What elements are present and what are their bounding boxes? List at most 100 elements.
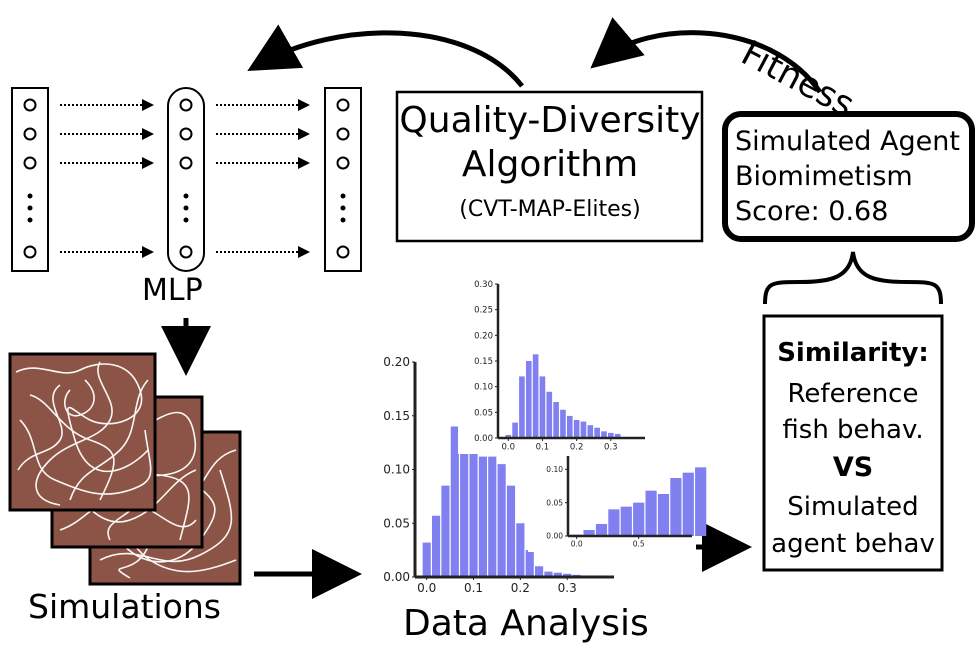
ellipsis-dots bbox=[27, 193, 346, 223]
similarity-reference-2: fish behav. bbox=[782, 415, 924, 445]
histogram-bar bbox=[633, 502, 645, 536]
histogram-bar bbox=[553, 572, 562, 577]
similarity-vs: VS bbox=[832, 452, 874, 483]
similarity-agent-1: Simulated bbox=[787, 492, 919, 522]
histogram-bar bbox=[563, 573, 572, 577]
histogram-bar bbox=[573, 420, 580, 438]
curly-brace bbox=[763, 251, 943, 305]
x-tick-label: 0.0 bbox=[571, 540, 583, 549]
histogram-bar bbox=[488, 456, 497, 577]
x-tick-label: 0.1 bbox=[464, 581, 483, 595]
neuron bbox=[23, 127, 37, 141]
output-neurons bbox=[336, 98, 350, 259]
mlp-output-layer bbox=[324, 87, 362, 272]
histogram-bar bbox=[478, 456, 487, 577]
y-tick-label: 0.00 bbox=[546, 532, 563, 541]
histogram-bar bbox=[560, 409, 566, 438]
simulation-panel-front bbox=[8, 352, 157, 512]
qd-algorithm-title: Quality-Diversity bbox=[399, 100, 701, 141]
input-neurons bbox=[23, 98, 37, 259]
y-tick-label: 0.00 bbox=[383, 570, 410, 584]
hidden-neurons bbox=[179, 98, 193, 259]
histogram-bar bbox=[594, 427, 600, 438]
data-analysis-label: Data Analysis bbox=[403, 603, 649, 644]
y-tick-label: 0.20 bbox=[383, 355, 410, 369]
histogram-bar bbox=[516, 523, 525, 577]
similarity-title: Similarity: bbox=[777, 338, 929, 368]
histogram-bar bbox=[620, 506, 632, 536]
y-tick-label: 0.15 bbox=[474, 357, 493, 367]
x-tick-label: 0.0 bbox=[501, 443, 515, 453]
qd-algorithm-variant: (CVT-MAP-Elites) bbox=[459, 197, 641, 222]
histogram-bar bbox=[607, 432, 614, 438]
histogram-bar bbox=[608, 509, 620, 536]
y-tick-label: 0.25 bbox=[474, 306, 493, 316]
mlp-network bbox=[11, 87, 362, 272]
histogram-bar bbox=[546, 391, 553, 438]
neuron bbox=[179, 127, 193, 141]
mlp-label: MLP bbox=[142, 273, 203, 308]
mlp-input-layer bbox=[11, 87, 49, 272]
y-tick-label: 0.00 bbox=[474, 434, 493, 444]
histogram-bar bbox=[532, 354, 539, 438]
histogram-bar bbox=[525, 550, 534, 577]
histogram-bar bbox=[566, 415, 573, 438]
histogram-bar bbox=[583, 530, 595, 536]
histogram-bar bbox=[553, 402, 559, 438]
histogram-bar bbox=[614, 433, 621, 438]
neuron bbox=[336, 156, 350, 170]
histogram-bar bbox=[657, 494, 670, 536]
score-line-value: Score: 0.68 bbox=[735, 196, 889, 227]
histogram-bar bbox=[512, 422, 518, 438]
x-tick-label: 0.5 bbox=[633, 540, 645, 549]
histogram-bar bbox=[450, 426, 459, 577]
inset-histogram-right: 0.00 0.05 0.10 0.0 0.5 bbox=[528, 452, 707, 552]
histogram-bar bbox=[587, 425, 594, 438]
similarity-box bbox=[762, 314, 944, 572]
neuron bbox=[23, 245, 37, 259]
similarity-reference-1: Reference bbox=[787, 379, 919, 409]
similarity-agent-2: agent behav bbox=[771, 529, 935, 559]
histogram-bar bbox=[422, 542, 431, 577]
histogram-bar bbox=[506, 485, 516, 577]
histogram-bar bbox=[519, 376, 525, 438]
y-tick-label: 0.20 bbox=[474, 331, 493, 341]
qd-algorithm-box bbox=[395, 90, 704, 243]
histogram-bar bbox=[645, 490, 657, 536]
x-tick-label: 0.1 bbox=[536, 443, 550, 453]
histogram-bar bbox=[497, 464, 506, 577]
y-tick-label: 0.10 bbox=[383, 463, 410, 477]
histogram-bar bbox=[535, 566, 544, 577]
neuron bbox=[23, 98, 37, 112]
x-tick-label: 0.0 bbox=[417, 581, 436, 595]
histogram-bar bbox=[460, 426, 469, 577]
arrow-fitness-to-qd bbox=[590, 17, 823, 94]
histogram-bar bbox=[595, 524, 608, 536]
histogram-bar bbox=[441, 485, 450, 577]
neuron bbox=[336, 245, 350, 259]
histogram-bar bbox=[431, 515, 441, 577]
y-tick-label: 0.05 bbox=[383, 516, 410, 530]
histogram-bar bbox=[580, 421, 587, 438]
y-tick-label: 0.05 bbox=[546, 498, 563, 507]
histogram-bar bbox=[695, 467, 707, 536]
histogram-bar bbox=[544, 571, 553, 577]
neuron bbox=[336, 127, 350, 141]
neuron bbox=[336, 98, 350, 112]
histogram-bar bbox=[525, 361, 532, 438]
histogram-bar bbox=[469, 405, 478, 577]
histogram-bar bbox=[505, 434, 512, 438]
x-tick-label: 0.2 bbox=[570, 443, 584, 453]
y-tick-label: 0.05 bbox=[474, 408, 493, 418]
histogram-bar bbox=[601, 431, 607, 438]
x-tick-label: 0.2 bbox=[511, 581, 530, 595]
neuron bbox=[23, 156, 37, 170]
histogram-bar bbox=[539, 376, 546, 438]
y-tick-label: 0.10 bbox=[546, 465, 563, 474]
neuron bbox=[179, 98, 193, 112]
y-tick-label: 0.10 bbox=[474, 383, 493, 393]
y-tick-label: 0.30 bbox=[474, 280, 493, 290]
score-line-agent: Simulated Agent bbox=[735, 126, 960, 157]
